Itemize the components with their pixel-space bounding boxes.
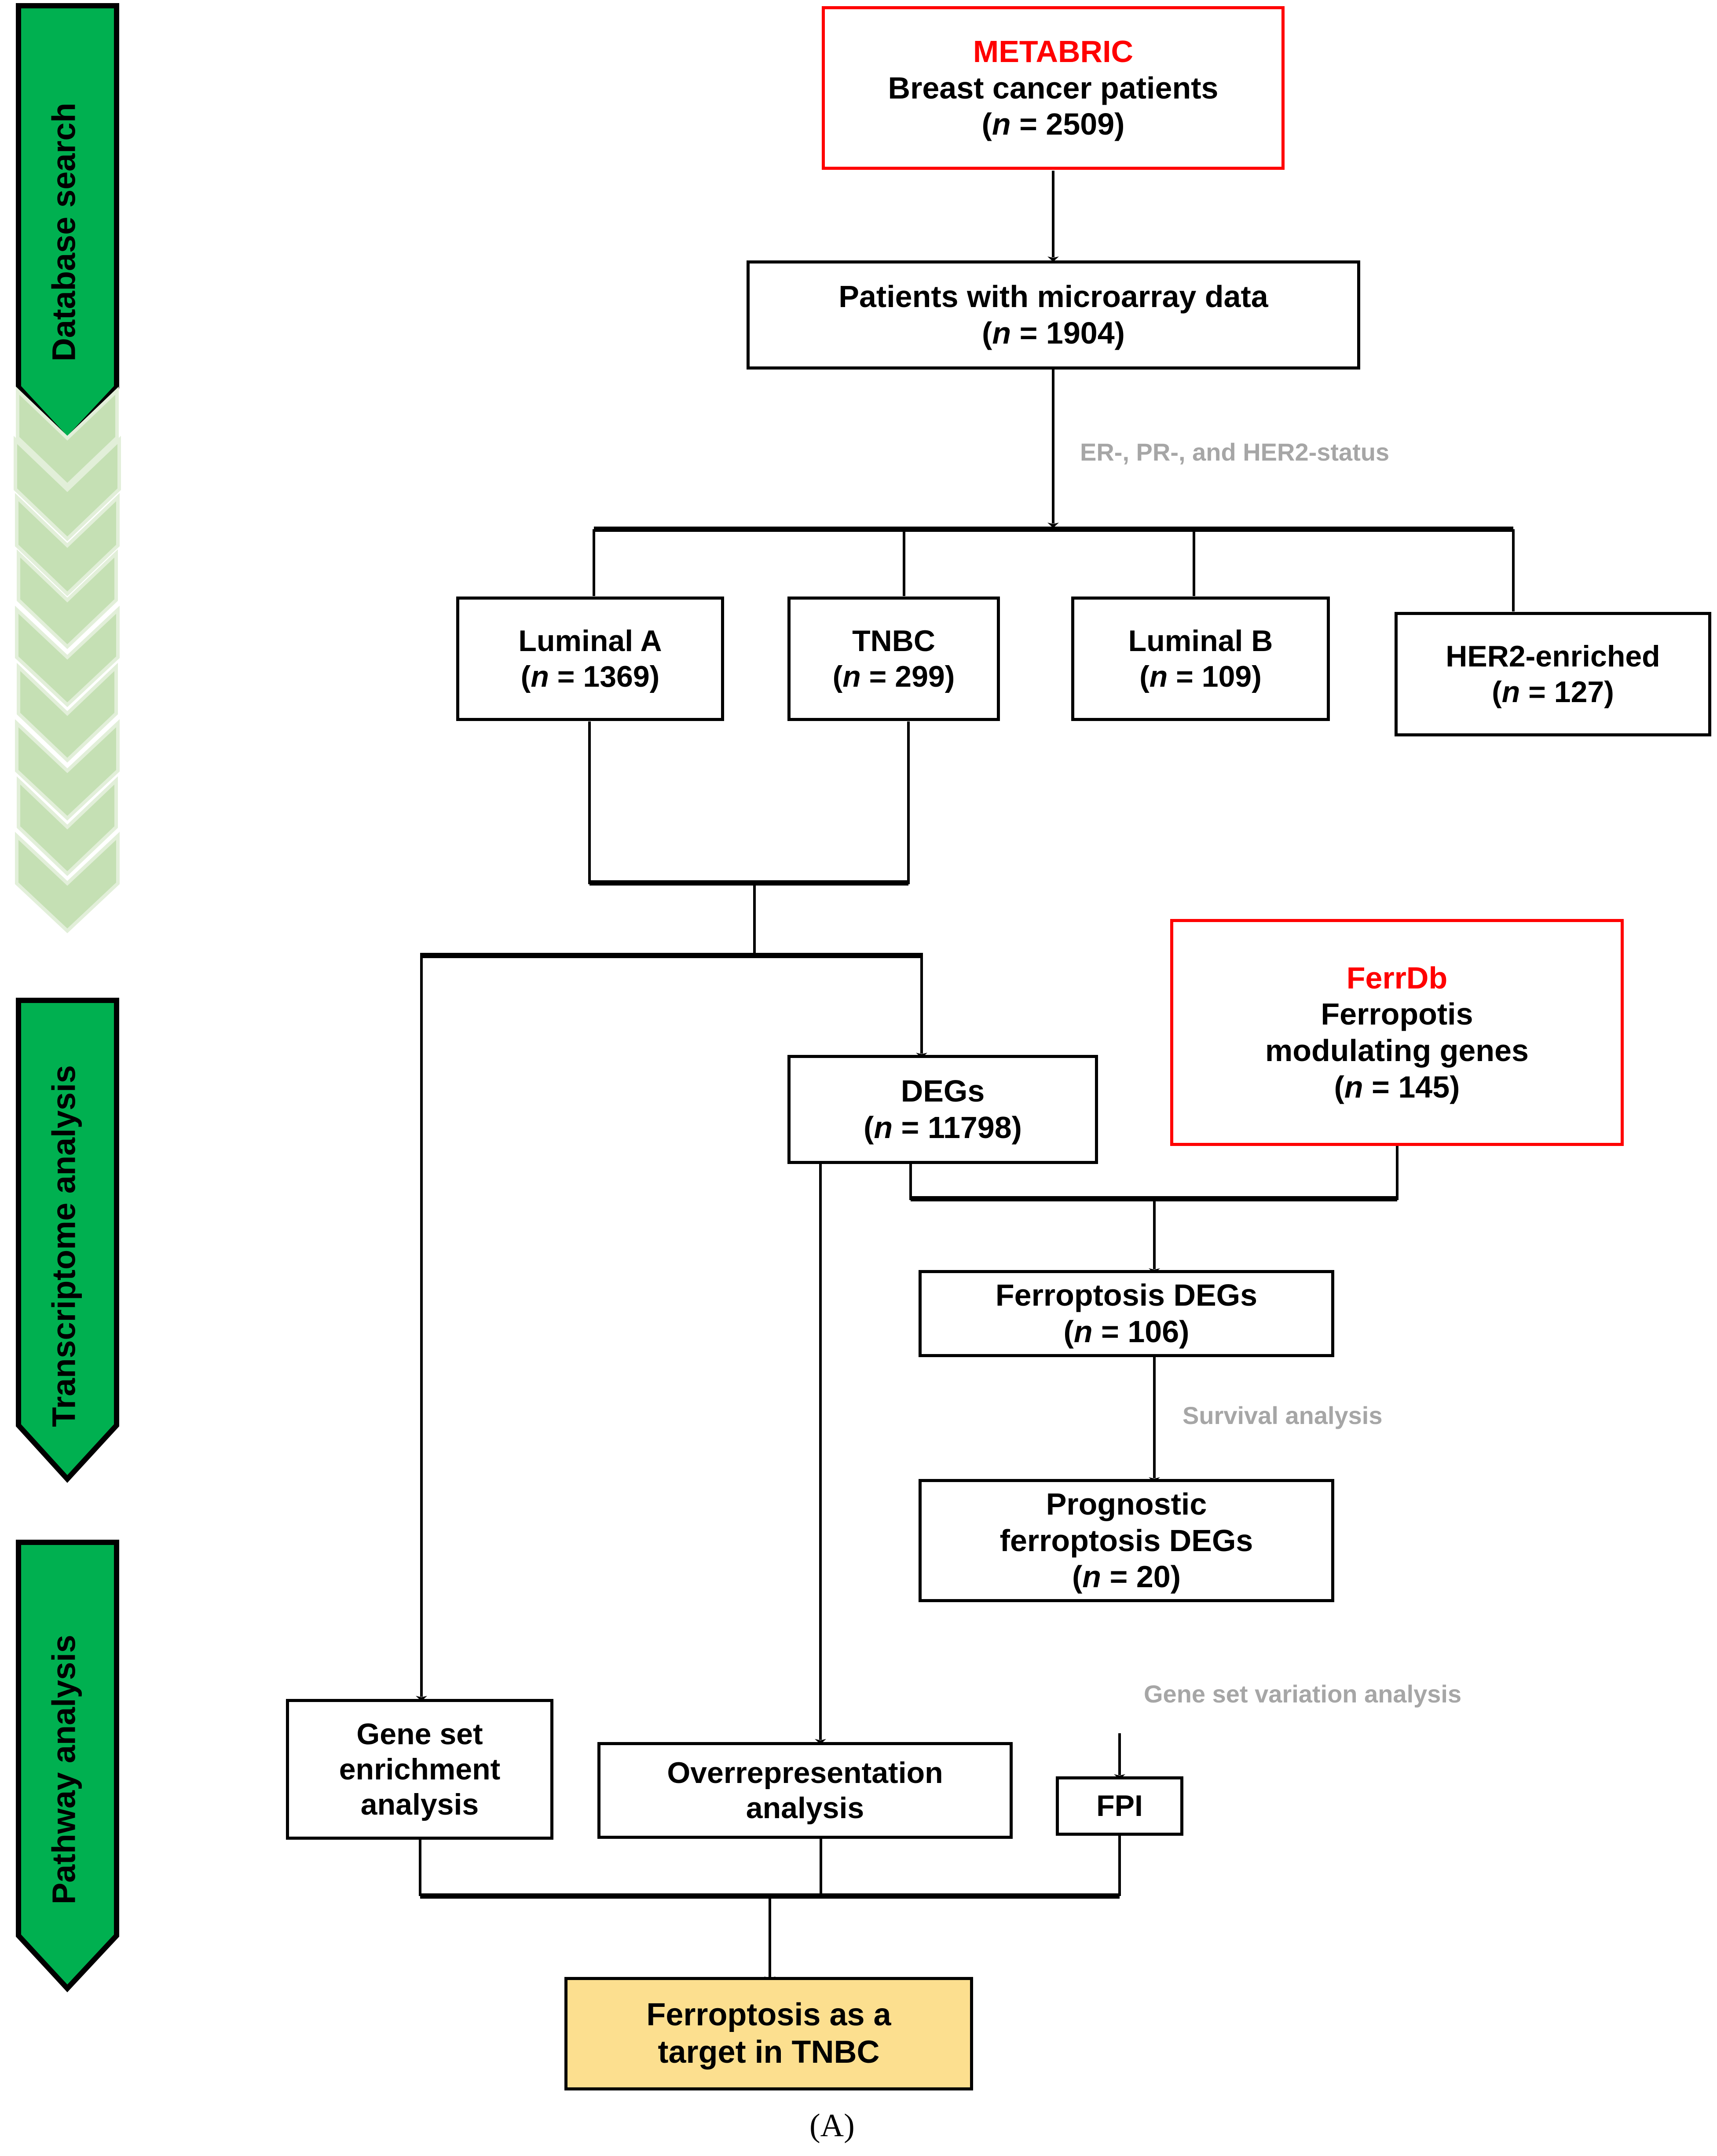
target-line2: target in TNBC xyxy=(658,2035,880,2070)
node-luminal-b[interactable]: Luminal B (n = 109) xyxy=(1071,597,1330,721)
node-prognostic-ferroptosis-degs[interactable]: Prognostic ferroptosis DEGs (n = 20) xyxy=(919,1479,1334,1602)
target-line1: Ferroptosis as a xyxy=(646,1997,891,2033)
ora-line1: Overrepresentation xyxy=(667,1756,943,1790)
metabric-line1: Breast cancer patients xyxy=(888,70,1219,105)
node-degs[interactable]: DEGs (n = 11798) xyxy=(787,1055,1098,1164)
node-microarray-patients[interactable]: Patients with microarray data (n = 1904) xyxy=(747,260,1360,370)
ora-line2: analysis xyxy=(746,1791,864,1825)
metabric-count: (n = 2509) xyxy=(981,107,1125,142)
luminal-b-label: Luminal B xyxy=(1128,624,1273,658)
node-ferroptosis-degs[interactable]: Ferroptosis DEGs (n = 106) xyxy=(919,1270,1334,1357)
panel-label-a: (A) xyxy=(809,2108,855,2144)
fpi-label: FPI xyxy=(1096,1789,1143,1823)
stage-chevrons xyxy=(14,386,121,933)
prog-degs-line1: Prognostic xyxy=(1046,1487,1207,1522)
node-fpi[interactable]: FPI xyxy=(1056,1776,1183,1836)
microarray-count: (n = 1904) xyxy=(982,316,1125,350)
gsea-line3: analysis xyxy=(360,1788,479,1822)
luminal-b-count: (n = 109) xyxy=(1139,659,1262,693)
ferro-degs-count: (n = 106) xyxy=(1063,1314,1190,1349)
node-metabric[interactable]: METABRIC Breast cancer patients (n = 250… xyxy=(822,6,1285,170)
edge-label-gsva: Gene set variation analysis xyxy=(1144,1680,1462,1708)
prog-degs-line2: ferroptosis DEGs xyxy=(999,1523,1253,1558)
node-ferrdb[interactable]: FerrDb Ferropotis modulating genes (n = … xyxy=(1170,919,1624,1146)
ferrdb-count: (n = 145) xyxy=(1334,1069,1460,1104)
edge-label-status: ER-, PR-, and HER2-status xyxy=(1080,438,1390,466)
her2-count: (n = 127) xyxy=(1492,675,1614,709)
node-gene-set-enrichment-analysis[interactable]: Gene set enrichment analysis xyxy=(286,1699,553,1840)
luminal-a-count: (n = 1369) xyxy=(520,659,660,693)
metabric-title: METABRIC xyxy=(973,34,1134,69)
ferrdb-line1: Ferropotis xyxy=(1321,997,1473,1032)
stage-label-database-search: Database search xyxy=(45,102,82,362)
tnbc-label: TNBC xyxy=(852,624,935,658)
node-luminal-a[interactable]: Luminal A (n = 1369) xyxy=(456,597,724,721)
ferrdb-line2: modulating genes xyxy=(1265,1033,1529,1068)
gsea-line2: enrichment xyxy=(339,1752,501,1786)
microarray-line1: Patients with microarray data xyxy=(838,279,1268,314)
her2-label: HER2-enriched xyxy=(1446,640,1660,674)
node-her2-enriched[interactable]: HER2-enriched (n = 127) xyxy=(1395,612,1711,736)
tnbc-count: (n = 299) xyxy=(832,659,955,693)
degs-label: DEGs xyxy=(901,1074,985,1109)
gsea-line1: Gene set xyxy=(356,1717,483,1751)
ferrdb-title: FerrDb xyxy=(1346,960,1448,995)
degs-count: (n = 11798) xyxy=(864,1110,1022,1145)
node-tnbc[interactable]: TNBC (n = 299) xyxy=(787,597,1000,721)
ferro-degs-label: Ferroptosis DEGs xyxy=(995,1278,1258,1313)
luminal-a-label: Luminal A xyxy=(518,624,662,658)
node-ferroptosis-target[interactable]: Ferroptosis as a target in TNBC xyxy=(564,1977,973,2090)
stage-label-pathway-analysis: Pathway analysis xyxy=(45,1635,82,1904)
stage-label-transcriptome-analysis: Transcriptome analysis xyxy=(45,1065,82,1427)
prog-degs-count: (n = 20) xyxy=(1072,1559,1181,1594)
edge-label-survival: Survival analysis xyxy=(1182,1402,1383,1429)
node-overrepresentation-analysis[interactable]: Overrepresentation analysis xyxy=(597,1742,1013,1839)
